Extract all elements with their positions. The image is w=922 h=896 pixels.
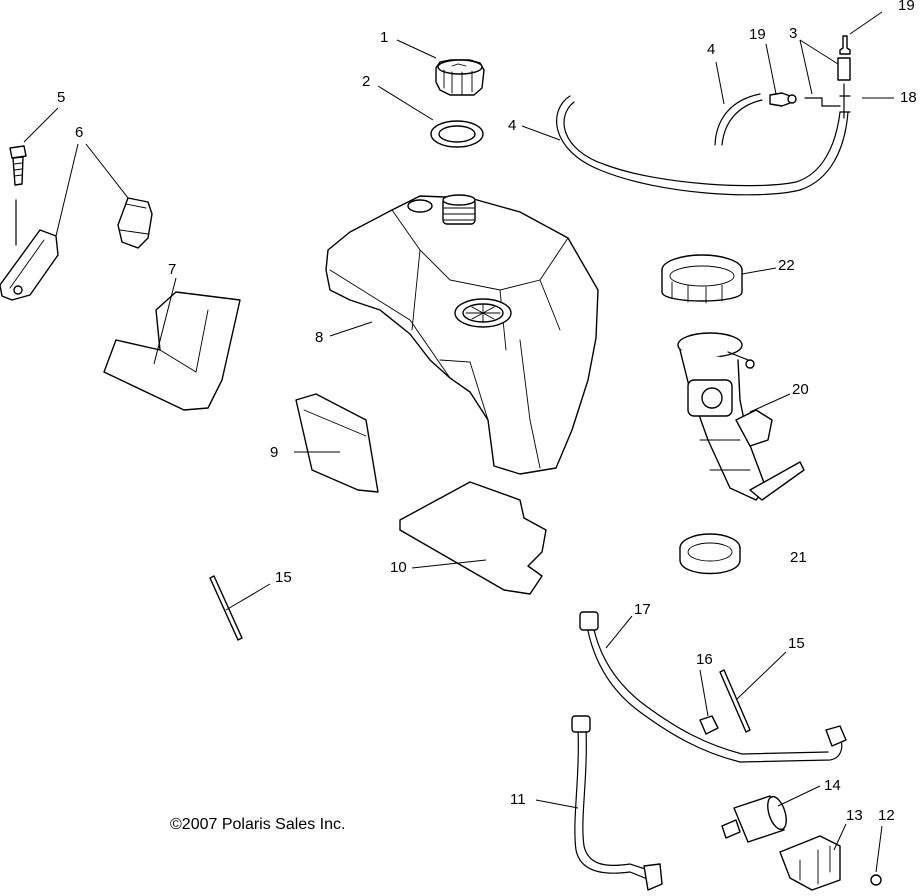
fuel-cap [435, 59, 485, 96]
callout-19-left: 19 [749, 26, 766, 43]
vent-fittings [769, 35, 851, 119]
callout-2: 2 [362, 73, 371, 90]
leader-lines [23, 11, 894, 873]
callout-22: 22 [778, 257, 795, 274]
fuel-tank [325, 194, 599, 475]
callout-15-right: 15 [788, 635, 805, 652]
fuel-line [579, 611, 847, 763]
callout-10: 10 [390, 559, 407, 576]
callout-15-left: 15 [275, 569, 292, 586]
tank-brackets [0, 197, 153, 301]
fuel-hose [571, 715, 663, 891]
callout-4-upper: 4 [707, 41, 716, 58]
callout-18: 18 [900, 89, 917, 106]
callout-16: 16 [696, 651, 713, 668]
callout-5: 5 [57, 89, 66, 106]
callout-3: 3 [789, 25, 798, 42]
cap-gasket [430, 120, 484, 148]
pump-seal [679, 533, 741, 575]
callout-6: 6 [75, 124, 84, 141]
fuel-filter [721, 795, 787, 843]
l-shaped-pad [103, 291, 241, 411]
callout-9: 9 [270, 444, 279, 461]
bolt [9, 145, 27, 246]
callout-20: 20 [792, 381, 809, 398]
callout-13: 13 [846, 807, 863, 824]
callout-7: 7 [168, 261, 177, 278]
heat-shield [399, 481, 547, 595]
lock-ring [661, 254, 743, 304]
fuel-pump [677, 332, 805, 501]
callout-11: 11 [510, 791, 526, 808]
callout-21: 21 [790, 549, 807, 566]
copyright-notice: ©2007 Polaris Sales Inc. [170, 816, 346, 833]
tank-pad [295, 393, 379, 493]
screw [870, 874, 882, 886]
cable-tie-left [209, 575, 243, 641]
callout-4-lower: 4 [508, 117, 517, 134]
callout-1: 1 [380, 29, 389, 46]
callout-17: 17 [634, 601, 651, 618]
filter-bracket [779, 835, 841, 891]
cable-tie-right [719, 669, 751, 733]
callout-8: 8 [315, 329, 324, 346]
vent-hose [556, 93, 849, 196]
callout-19-right: 19 [898, 0, 915, 14]
callout-14: 14 [824, 777, 841, 794]
hose-clip [699, 715, 719, 735]
callout-12: 12 [878, 807, 895, 824]
